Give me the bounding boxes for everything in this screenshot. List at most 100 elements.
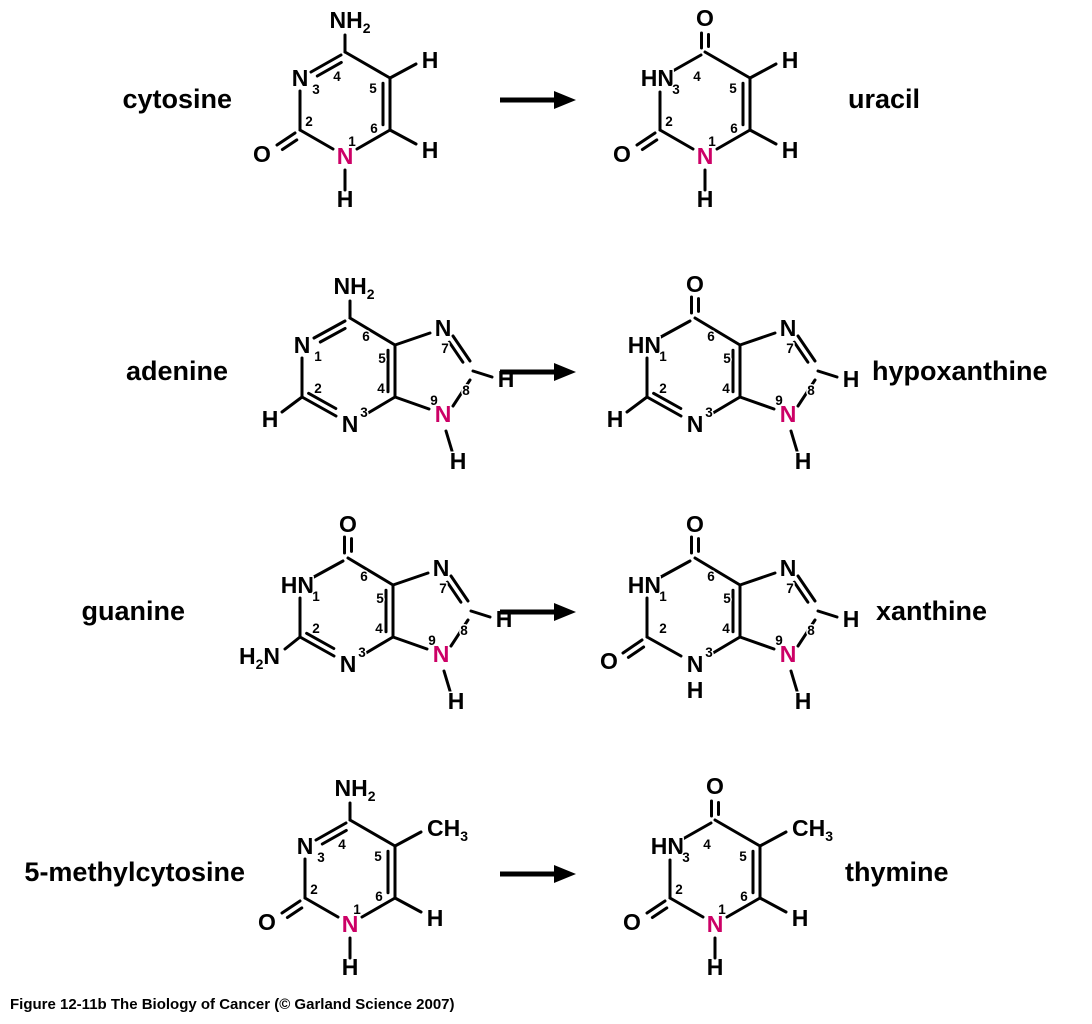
atom-label: H (795, 688, 812, 714)
bond (816, 369, 839, 379)
bond (650, 906, 669, 919)
position-number: 8 (462, 383, 470, 398)
position-number: 4 (375, 621, 383, 636)
atom-label: N (435, 315, 452, 341)
position-number: 4 (333, 69, 341, 84)
atom-label: H2N (239, 643, 280, 672)
position-number: 3 (312, 82, 320, 97)
bond (679, 821, 713, 842)
bond (738, 571, 777, 587)
reaction-arrow (500, 865, 576, 883)
molecule-name-thymine: thymine (845, 857, 949, 887)
atom-label: H (782, 47, 799, 73)
molecule-name-xanthine: xanthine (876, 596, 988, 626)
bond (320, 828, 348, 846)
position-number: 6 (740, 889, 748, 904)
atom-label: O (686, 511, 704, 537)
position-number: 8 (807, 623, 815, 638)
molecule-name-adenine: adenine (125, 356, 228, 386)
position-number: 3 (672, 82, 680, 97)
bond (738, 635, 776, 651)
position-number: 1 (659, 589, 667, 604)
position-number: 2 (310, 882, 318, 897)
bond (314, 821, 348, 842)
bond (445, 580, 463, 604)
bond (343, 50, 392, 80)
position-number: 1 (718, 902, 726, 917)
position-number: 7 (439, 581, 447, 596)
bond (758, 896, 788, 914)
position-number: 5 (723, 351, 731, 366)
bond (657, 559, 692, 580)
bond (309, 53, 343, 74)
bond (315, 60, 343, 78)
bond (359, 635, 395, 658)
bond (305, 631, 336, 650)
bond (796, 618, 817, 648)
position-number: 5 (374, 849, 382, 864)
bond (796, 334, 817, 363)
bond (713, 818, 762, 848)
position-number: 3 (360, 405, 368, 420)
position-number: 2 (659, 381, 667, 396)
molecule-name-uracil: uracil (848, 84, 921, 114)
atom-label: O (339, 511, 357, 537)
position-number: 7 (786, 581, 794, 596)
position-number: 3 (358, 645, 366, 660)
atom-label: H (422, 47, 439, 73)
bond (391, 571, 430, 587)
atom-label: H (687, 677, 704, 703)
figure-caption: Figure 12-11b The Biology of Cancer (© G… (10, 996, 455, 1013)
bond (789, 429, 799, 453)
bond (635, 131, 657, 147)
bond (693, 316, 742, 347)
bond (283, 635, 302, 651)
bond (738, 395, 776, 411)
bond (280, 138, 299, 151)
atom-label: H (448, 688, 465, 714)
atom-label: H (792, 905, 809, 931)
atom-label: NH2 (334, 775, 375, 804)
bond (703, 50, 752, 80)
bond (693, 556, 742, 587)
position-number: 6 (370, 121, 378, 136)
bond (388, 62, 418, 80)
position-number: 3 (705, 645, 713, 660)
bond (451, 334, 472, 363)
position-number: 9 (775, 633, 783, 648)
atom-label: H (795, 448, 812, 474)
bond (300, 395, 338, 418)
bond (285, 906, 304, 919)
atom-label: HN (641, 65, 674, 91)
position-number: 5 (378, 351, 386, 366)
bond (348, 818, 397, 848)
atom-label: H (342, 954, 359, 980)
atom-label: H (262, 406, 279, 432)
reaction-arrow (500, 91, 576, 109)
atom-label: N (697, 143, 714, 169)
position-number: 3 (682, 850, 690, 865)
position-number: 4 (722, 381, 730, 396)
position-number: 1 (353, 902, 361, 917)
bond (393, 395, 431, 411)
position-number: 2 (659, 621, 667, 636)
bond (318, 326, 347, 344)
position-number: 1 (314, 349, 322, 364)
position-number: 7 (441, 341, 449, 356)
position-number: 6 (362, 329, 370, 344)
atom-label: O (258, 909, 276, 935)
position-number: 6 (707, 329, 715, 344)
atom-label: N (337, 143, 354, 169)
molecule-name-cytosine: cytosine (122, 84, 232, 114)
bond (796, 574, 817, 603)
bond (298, 128, 335, 151)
bond (307, 391, 338, 410)
atom-label: HN (628, 332, 661, 358)
atom-label: N (435, 401, 452, 427)
bond (668, 896, 705, 919)
bond (449, 574, 470, 603)
bond (658, 128, 695, 151)
bond (280, 899, 302, 915)
